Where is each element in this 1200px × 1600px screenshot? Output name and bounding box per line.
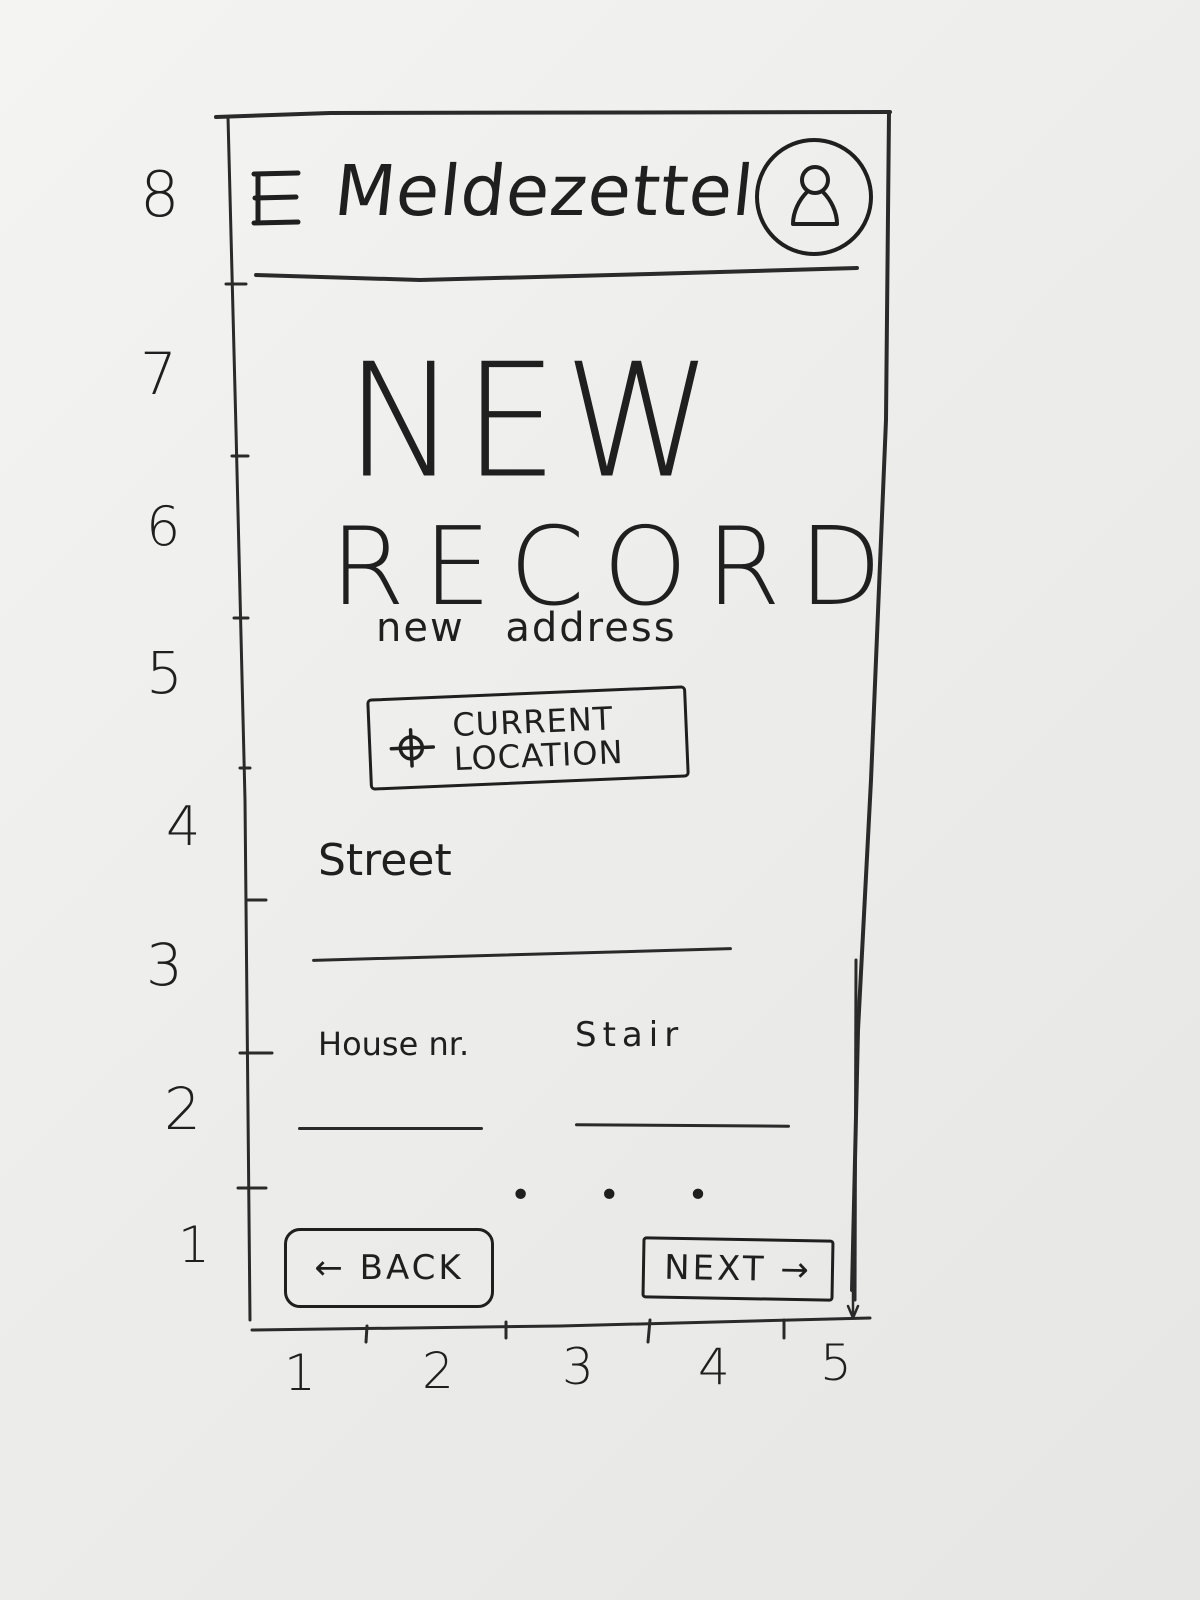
header-divider <box>254 266 859 282</box>
page-title-line-2: RECORD <box>330 505 900 630</box>
user-avatar-button[interactable] <box>755 138 873 256</box>
current-location-label: CURRENT LOCATION <box>451 699 625 779</box>
house-number-input[interactable] <box>298 1127 483 1130</box>
back-button-label: ← BACK <box>314 1248 464 1288</box>
column-tick <box>646 1318 652 1344</box>
column-label: 5 <box>820 1334 852 1392</box>
row-label: 8 <box>140 158 180 231</box>
stair-label: Stair <box>575 1015 685 1055</box>
frame-left-edge <box>226 115 252 1322</box>
next-button-label: NEXT → <box>663 1247 813 1291</box>
crosshair-icon <box>389 728 436 768</box>
column-tick-arrow <box>846 1274 860 1320</box>
row-label: 5 <box>146 639 183 707</box>
frame-top-edge <box>214 110 892 119</box>
hamburger-menu-icon[interactable] <box>250 168 302 228</box>
row-label: 1 <box>178 1216 210 1274</box>
street-label: Street <box>318 835 452 886</box>
back-button[interactable]: ← BACK <box>284 1228 494 1308</box>
column-label: 2 <box>422 1342 454 1400</box>
page-subtitle: new address <box>376 605 677 651</box>
column-tick <box>364 1324 369 1344</box>
row-label: 6 <box>146 495 181 558</box>
column-label: 4 <box>698 1338 730 1396</box>
row-label: 4 <box>166 795 201 858</box>
frame-bottom-edge <box>250 1316 872 1332</box>
row-label: 7 <box>140 340 177 408</box>
app-title: Meldezettel <box>330 150 758 232</box>
column-label: 3 <box>562 1338 594 1396</box>
frame-right-edge <box>850 110 891 1292</box>
current-location-button[interactable]: CURRENT LOCATION <box>366 685 690 791</box>
row-label: 2 <box>164 1075 201 1143</box>
next-button[interactable]: NEXT → <box>641 1236 835 1302</box>
frame-right-inner-edge <box>853 958 858 1302</box>
house-number-label: House nr. <box>318 1025 470 1063</box>
page-title-line-1: NEW <box>345 330 719 514</box>
column-label: 1 <box>284 1344 316 1402</box>
user-avatar-icon <box>791 165 839 226</box>
row-label: 3 <box>146 931 183 999</box>
more-fields-indicator: • • • <box>510 1175 737 1216</box>
